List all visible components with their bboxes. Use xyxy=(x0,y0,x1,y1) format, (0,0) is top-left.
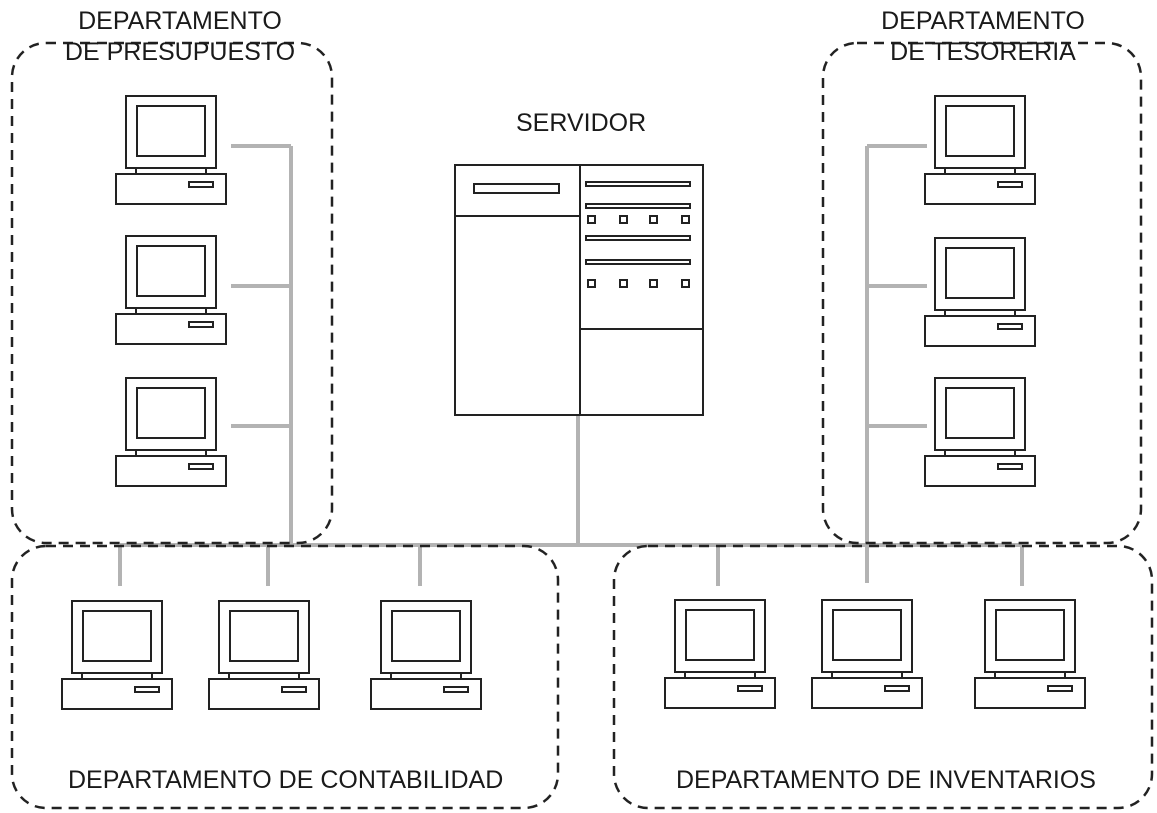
pc-case xyxy=(115,173,227,205)
monitor-screen xyxy=(229,610,299,662)
pc-drive xyxy=(1047,685,1073,692)
monitor-screen xyxy=(82,610,152,662)
pc-case xyxy=(115,313,227,345)
computer-icon xyxy=(208,600,320,710)
monitor-screen xyxy=(995,609,1065,661)
label-contabilidad: DEPARTAMENTO DE CONTABILIDAD xyxy=(68,766,504,794)
pc-case xyxy=(924,173,1036,205)
pc-case xyxy=(924,315,1036,347)
pc-case xyxy=(664,677,776,709)
pc-drive xyxy=(443,686,469,693)
monitor-screen xyxy=(136,387,206,439)
server-led xyxy=(681,279,690,288)
label-tesoreria-line2: DE TESORERIA xyxy=(890,38,1076,66)
computer-icon xyxy=(370,600,482,710)
server-led xyxy=(649,215,658,224)
pc-case xyxy=(61,678,173,710)
monitor-screen xyxy=(945,387,1015,439)
label-tesoreria: DEPARTAMENTO DE TESORERIA xyxy=(858,6,1108,68)
boundary-contabilidad xyxy=(10,544,560,810)
server-drive-slot xyxy=(473,183,560,194)
server-led xyxy=(681,215,690,224)
server-led xyxy=(619,215,628,224)
server-led xyxy=(587,279,596,288)
computer-icon xyxy=(115,95,227,205)
server-led xyxy=(587,215,596,224)
server-rail xyxy=(585,235,691,241)
monitor-screen xyxy=(945,247,1015,299)
server xyxy=(454,164,704,416)
monitor-screen xyxy=(685,609,755,661)
boundary-tesoreria xyxy=(821,41,1143,545)
computer-icon xyxy=(61,600,173,710)
computer-icon xyxy=(811,599,923,709)
pc-drive xyxy=(188,321,214,328)
pc-drive xyxy=(188,463,214,470)
server-rail xyxy=(585,203,691,209)
computer-icon xyxy=(924,237,1036,347)
computer-icon xyxy=(924,377,1036,487)
monitor-screen xyxy=(391,610,461,662)
pc-case xyxy=(370,678,482,710)
server-led xyxy=(649,279,658,288)
server-rail xyxy=(585,259,691,265)
pc-drive xyxy=(737,685,763,692)
pc-drive xyxy=(134,686,160,693)
pc-drive xyxy=(997,463,1023,470)
label-presupuesto-line1: DEPARTAMENTO xyxy=(78,7,282,35)
computer-icon xyxy=(664,599,776,709)
computer-icon xyxy=(974,599,1086,709)
pc-case xyxy=(115,455,227,487)
pc-case xyxy=(811,677,923,709)
monitor-screen xyxy=(832,609,902,661)
pc-drive xyxy=(188,181,214,188)
pc-drive xyxy=(997,181,1023,188)
computer-icon xyxy=(115,235,227,345)
department-boundaries xyxy=(10,41,1154,810)
computer-icon xyxy=(924,95,1036,205)
label-presupuesto-line2: DE PRESUPUESTO xyxy=(64,38,296,66)
computer-icon xyxy=(115,377,227,487)
label-servidor: SERVIDOR xyxy=(516,109,647,137)
pc-case xyxy=(208,678,320,710)
pc-case xyxy=(974,677,1086,709)
computers xyxy=(61,95,1086,710)
server-led xyxy=(619,279,628,288)
pc-drive xyxy=(884,685,910,692)
pc-drive xyxy=(997,323,1023,330)
label-inventarios: DEPARTAMENTO DE INVENTARIOS xyxy=(676,766,1096,794)
monitor-screen xyxy=(136,105,206,157)
monitor-screen xyxy=(136,245,206,297)
boundary-presupuesto xyxy=(10,41,334,545)
pc-case xyxy=(924,455,1036,487)
pc-drive xyxy=(281,686,307,693)
boundary-inventarios xyxy=(612,544,1154,810)
label-tesoreria-line1: DEPARTAMENTO xyxy=(881,7,1085,35)
server-rail xyxy=(585,181,691,187)
label-presupuesto: DEPARTAMENTO DE PRESUPUESTO xyxy=(40,6,320,68)
monitor-screen xyxy=(945,105,1015,157)
